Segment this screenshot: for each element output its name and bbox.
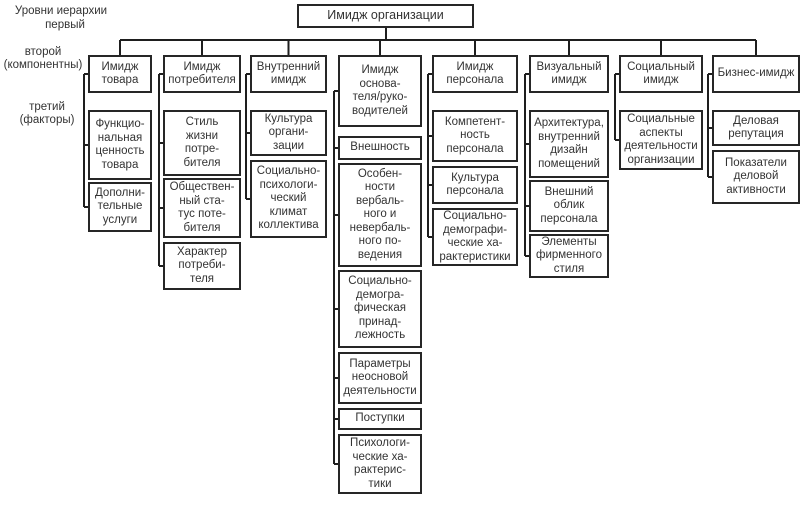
legend-level-2: второй (компонентны) — [3, 46, 83, 71]
factor-box: Социально- демографи- ческие ха- рактери… — [432, 208, 518, 266]
root-box: Имидж организации — [297, 4, 474, 28]
factor-box: Показатели деловой активности — [712, 150, 800, 204]
factor-box: Обществен- ный ста- тус поте- бителя — [163, 178, 241, 238]
factor-box: Культура органи- зации — [250, 110, 327, 156]
factor-box: Внешность — [338, 136, 422, 160]
component-box: Социальный имидж — [619, 55, 703, 93]
factor-box: Стиль жизни потре- бителя — [163, 110, 241, 176]
component-box: Бизнес-имидж — [712, 55, 800, 93]
factor-box: Психологи- ческие ха- рактерис- тики — [338, 434, 422, 494]
factor-box: Социально- демогра- фическая принад- леж… — [338, 270, 422, 348]
legend-title: Уровни иерархии — [14, 5, 108, 17]
factor-box: Дополни- тельные услуги — [88, 182, 152, 232]
legend-level-3: третий (факторы) — [19, 101, 75, 126]
factor-box: Деловая репутация — [712, 110, 800, 146]
factor-box: Параметры неосновой деятельности — [338, 352, 422, 404]
factor-box: Функцио- нальная ценность товара — [88, 110, 152, 180]
factor-box: Поступки — [338, 408, 422, 430]
component-box: Имидж персонала — [432, 55, 518, 93]
legend-level-1: первый — [45, 19, 85, 31]
factor-box: Социально- психологи- ческий климат колл… — [250, 160, 327, 238]
factor-box: Социальные аспекты деятельности организа… — [619, 110, 703, 170]
component-box: Визуальный имидж — [529, 55, 609, 93]
factor-box: Архитектура, внутренний дизайн помещений — [529, 110, 609, 178]
factor-box: Характер потреби- теля — [163, 242, 241, 290]
component-box: Имидж основа- теля/руко- водителей — [338, 55, 422, 127]
factor-box: Элементы фирменного стиля — [529, 234, 609, 278]
factor-box: Компетент- ность персонала — [432, 110, 518, 162]
component-box: Имидж потребителя — [163, 55, 241, 93]
component-box: Внутренний имидж — [250, 55, 327, 93]
factor-box: Особен- ности вербаль- ного и невербаль-… — [338, 163, 422, 267]
factor-box: Внешний облик персонала — [529, 180, 609, 232]
component-box: Имидж товара — [88, 55, 152, 93]
factor-box: Культура персонала — [432, 166, 518, 204]
